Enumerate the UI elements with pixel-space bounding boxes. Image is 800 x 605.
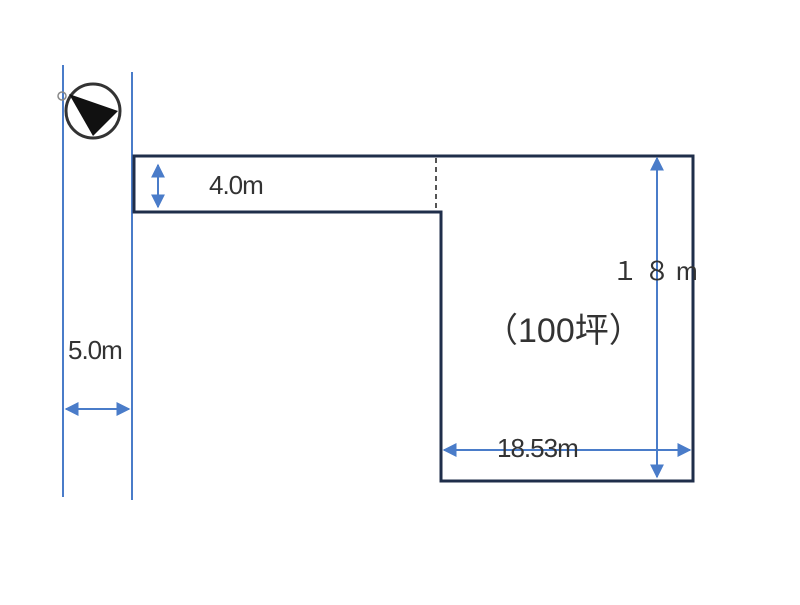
depth-label: １８m xyxy=(612,256,704,286)
lot-outline xyxy=(132,154,695,483)
frontage-label: 18.53m xyxy=(497,433,579,463)
area-label: （100坪） xyxy=(484,312,643,350)
access-width-label: 4.0m xyxy=(209,170,264,200)
north-arrow-icon xyxy=(57,82,122,140)
road-width-label: 5.0m xyxy=(68,335,123,365)
